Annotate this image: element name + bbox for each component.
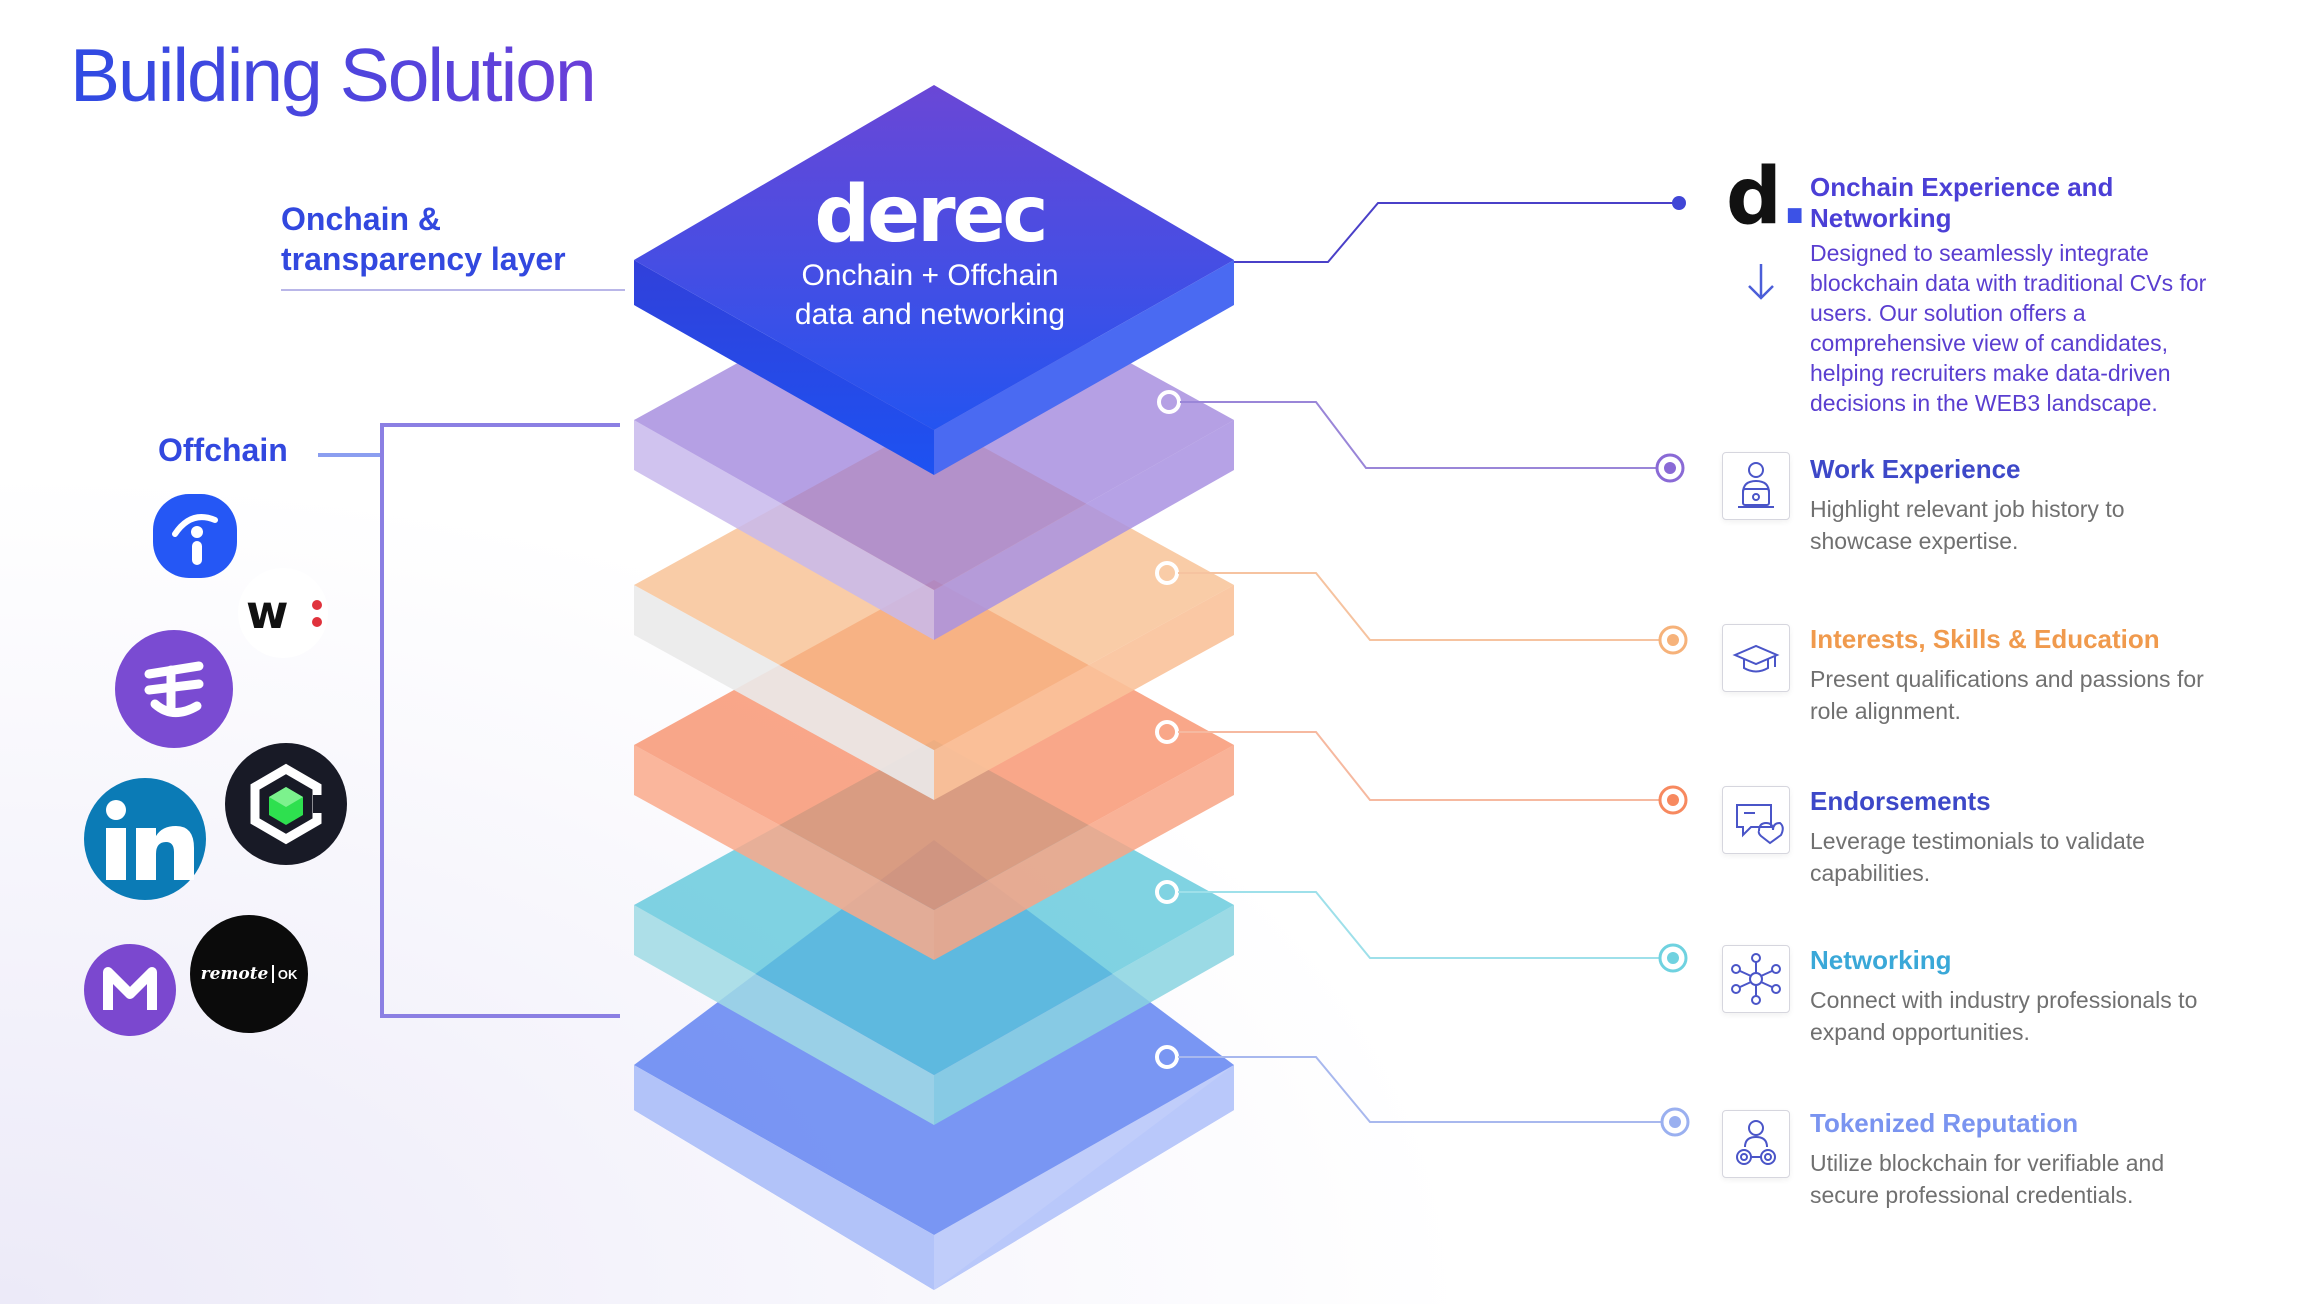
wellfound-logo: w bbox=[238, 568, 328, 658]
feature-title: Networking bbox=[1810, 945, 1952, 975]
remote-ok-divider bbox=[272, 965, 274, 983]
connector-work bbox=[1180, 401, 1658, 469]
remote-ok-text: remote bbox=[200, 964, 269, 984]
connector-networking bbox=[1178, 891, 1660, 959]
feature-desc: Designed to seamlessly integrate blockch… bbox=[1810, 240, 2207, 416]
derec-subtitle-line1: Onchain + Offchain bbox=[801, 259, 1059, 292]
connector-skills bbox=[1178, 572, 1660, 641]
derec-brand: derec bbox=[814, 170, 1048, 260]
m-logo bbox=[84, 944, 176, 1036]
feature-work-experience: Work Experience Highlight relevant job h… bbox=[1810, 454, 2230, 557]
feature-desc: Present qualifications and passions for … bbox=[1810, 666, 2204, 724]
feature-title: Interests, Skills & Education bbox=[1810, 624, 2160, 654]
cryptojobs-logo bbox=[225, 743, 347, 865]
remote-ok-logo: remote OK bbox=[190, 915, 308, 1033]
feature-title: Tokenized Reputation bbox=[1810, 1108, 2079, 1138]
endorsement-heart-icon bbox=[1722, 786, 1790, 854]
feature-title: Endorsements bbox=[1810, 786, 1991, 816]
page-title: Building Solution bbox=[70, 33, 597, 117]
onchain-label-line1: Onchain & bbox=[281, 201, 442, 237]
graduation-cap-icon bbox=[1722, 624, 1790, 692]
token-reputation-icon bbox=[1722, 1110, 1790, 1178]
feature-title: Work Experience bbox=[1810, 454, 2021, 484]
offchain-bracket bbox=[380, 423, 620, 1018]
feature-skills-education: Interests, Skills & Education Present qu… bbox=[1810, 624, 2230, 727]
layer-derec-top bbox=[634, 85, 1234, 475]
feature-tokenized-reputation: Tokenized Reputation Utilize blockchain … bbox=[1810, 1108, 2230, 1211]
derec-subtitle: Onchain + Offchain data and networking bbox=[720, 256, 1140, 334]
connector-onchain bbox=[1234, 202, 1678, 263]
feature-desc: Highlight relevant job history to showca… bbox=[1810, 496, 2125, 554]
connector-tokenized bbox=[1178, 1056, 1662, 1123]
feature-desc: Leverage testimonials to validate capabi… bbox=[1810, 828, 2145, 886]
feature-endorsements: Endorsements Leverage testimonials to va… bbox=[1810, 786, 2230, 889]
feature-onchain-experience: Onchain Experience and Networking Design… bbox=[1810, 172, 2240, 418]
arrow-down-icon bbox=[1748, 264, 1774, 300]
remote-ok-suffix: OK bbox=[277, 966, 298, 982]
offchain-label: Offchain bbox=[158, 432, 288, 468]
worker-laptop-icon bbox=[1722, 452, 1790, 520]
linkedin-logo bbox=[84, 778, 206, 900]
feature-desc: Utilize blockchain for verifiable and se… bbox=[1810, 1150, 2165, 1208]
derec-d-logo: d. bbox=[1726, 152, 1809, 242]
network-nodes-icon bbox=[1722, 945, 1790, 1013]
indeed-logo bbox=[153, 494, 237, 578]
feature-desc: Connect with industry professionals to e… bbox=[1810, 987, 2198, 1045]
stack-nodes bbox=[1155, 390, 1181, 1069]
ethereum-jobs-logo bbox=[115, 630, 233, 748]
derec-subtitle-line2: data and networking bbox=[794, 298, 1066, 331]
onchain-label-line2: transparency layer bbox=[281, 241, 566, 277]
svg-text:w: w bbox=[246, 585, 289, 639]
feature-title: Onchain Experience and Networking bbox=[1810, 172, 2114, 233]
feature-networking: Networking Connect with industry profess… bbox=[1810, 945, 2230, 1048]
onchain-layer-label: Onchain & transparency layer bbox=[281, 199, 611, 279]
connector-endorsements bbox=[1178, 731, 1660, 801]
